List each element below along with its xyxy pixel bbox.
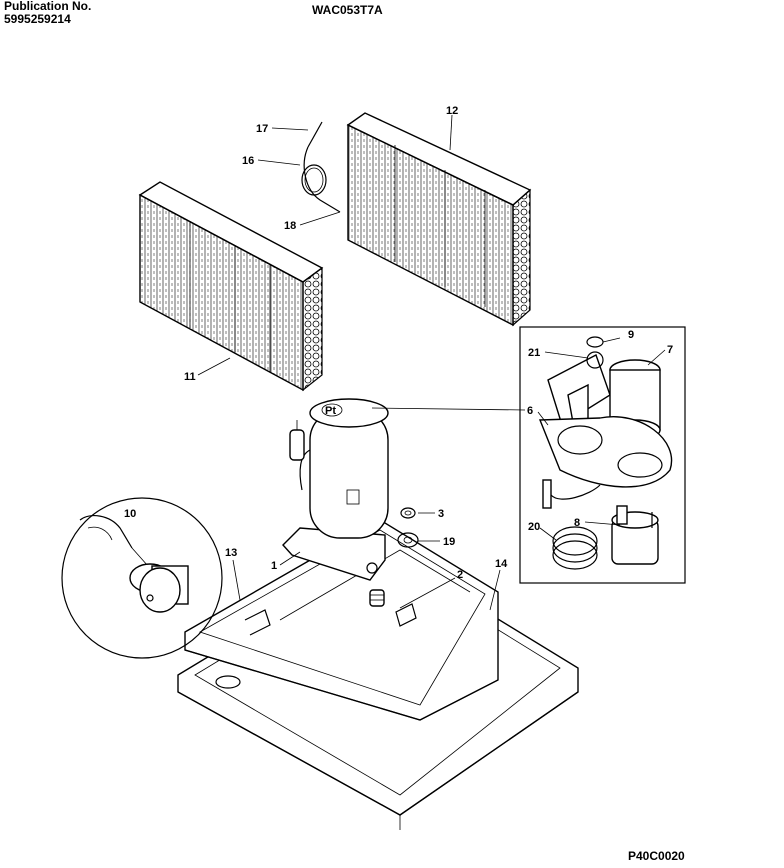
callout-20: 20 [528,521,540,533]
model-number: WAC053T7A [312,3,383,17]
publication-label: Publication No. [4,0,92,13]
callout-6: 6 [527,405,533,417]
capillary-tube [301,121,341,213]
callout-16: 16 [242,155,254,167]
evaporator-coil [138,181,324,392]
callout-17: 17 [256,123,268,135]
compressor-marking: Pt [325,405,336,417]
callout-9: 9 [628,329,634,341]
publication-number: 5995259214 [4,12,71,26]
terminal-detail [519,326,686,584]
callout-3: 3 [438,508,444,520]
leader-lines [197,114,666,611]
callout-labels: 17 16 18 12 11 9 21 7 6 1 3 19 10 13 2 1… [124,105,673,581]
condenser-coil [346,112,532,327]
callout-8: 8 [574,517,580,529]
callout-1: 1 [271,560,277,572]
callout-18: 18 [284,220,296,232]
callout-14: 14 [495,558,508,570]
callout-19: 19 [443,536,455,548]
callout-11: 11 [184,371,196,383]
mounting-spring [369,589,417,627]
callout-13: 13 [225,547,237,559]
callout-12: 12 [446,105,458,117]
washer [397,532,419,548]
grommet [400,507,416,519]
capacitor-detail [61,497,223,659]
callout-10: 10 [124,508,136,520]
drawing-code: P40C0020 [628,849,685,863]
callout-2: 2 [457,569,463,581]
callout-21: 21 [528,347,540,359]
compressor: Pt [282,398,389,581]
callout-7: 7 [667,344,673,356]
